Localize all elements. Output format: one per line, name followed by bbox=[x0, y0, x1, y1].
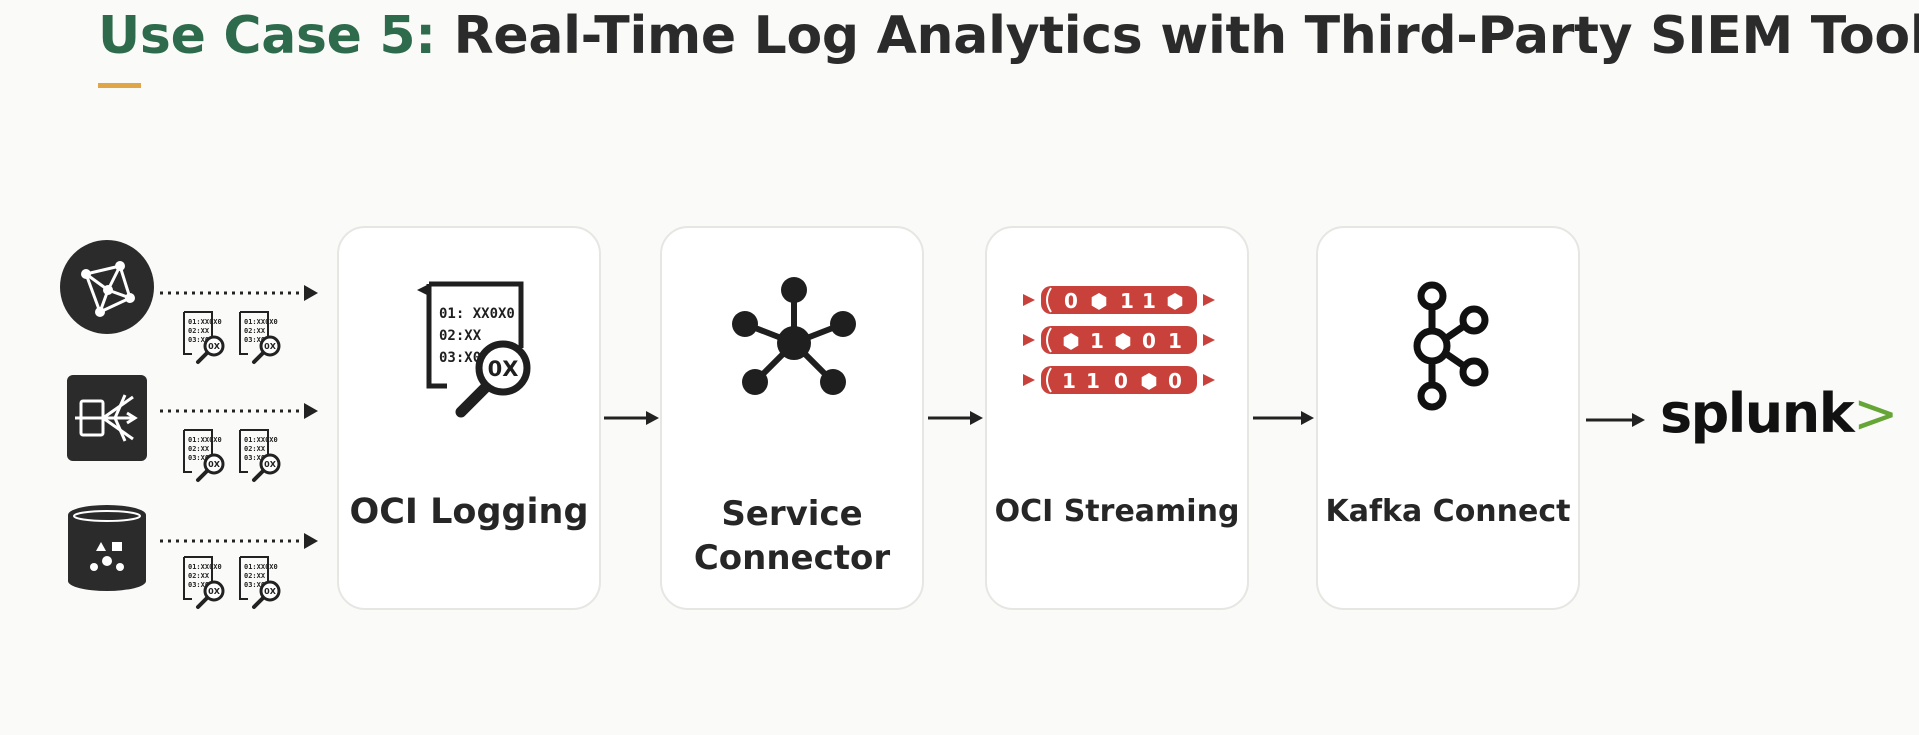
flow-arrow bbox=[1586, 413, 1645, 427]
svg-text:0X: 0X bbox=[208, 342, 221, 351]
hub-connector-icon bbox=[732, 277, 856, 395]
svg-text:02:XX: 02:XX bbox=[244, 327, 266, 335]
svg-text:⬢: ⬢ bbox=[1090, 289, 1107, 313]
svg-text:03:X0X: 03:X0X bbox=[188, 581, 214, 589]
svg-text:02:XX: 02:XX bbox=[439, 328, 482, 344]
card-label: OCI Logging bbox=[349, 492, 589, 532]
svg-text:0X: 0X bbox=[264, 342, 277, 351]
log-file-icon: 01:XX0X0 02:XX 03:X0X 0X bbox=[239, 556, 281, 609]
svg-text:01:XX0X0: 01:XX0X0 bbox=[188, 318, 222, 326]
svg-text:0X: 0X bbox=[208, 587, 221, 596]
svg-text:03:X0X: 03:X0X bbox=[244, 454, 270, 462]
page-title: Use Case 5: Real-Time Log Analytics with… bbox=[98, 6, 1919, 66]
svg-text:0X: 0X bbox=[264, 460, 277, 469]
svg-text:⬢: ⬢ bbox=[1166, 289, 1183, 313]
gateway-icon bbox=[67, 375, 147, 461]
database-icon bbox=[68, 505, 146, 591]
svg-text:⬢: ⬢ bbox=[1062, 329, 1079, 353]
svg-text:1: 1 bbox=[1090, 329, 1104, 353]
log-file-icon: 01:XX0X0 02:XX 03:X0X 0X bbox=[183, 556, 225, 609]
svg-text:01:XX0X0: 01:XX0X0 bbox=[244, 563, 278, 571]
flow-arrow bbox=[604, 411, 659, 425]
svg-text:⬢: ⬢ bbox=[1114, 329, 1131, 353]
splunk-logo: splunk> bbox=[1660, 382, 1898, 445]
flow-arrow bbox=[928, 411, 983, 425]
svg-text:0: 0 bbox=[1114, 369, 1128, 393]
card-label: Kafka Connect bbox=[1325, 494, 1571, 529]
svg-text:1: 1 bbox=[1062, 369, 1076, 393]
svg-text:02:XX: 02:XX bbox=[188, 572, 210, 580]
log-analysis-icon: 01: XX0X0 02:XX 03:X0X 0X bbox=[417, 281, 531, 418]
svg-text:02:XX: 02:XX bbox=[188, 327, 210, 335]
svg-text:1: 1 bbox=[1120, 289, 1134, 313]
flow-arrow bbox=[1253, 411, 1314, 425]
svg-text:1: 1 bbox=[1168, 329, 1182, 353]
svg-text:0X: 0X bbox=[208, 460, 221, 469]
svg-text:02:XX: 02:XX bbox=[244, 572, 266, 580]
svg-text:03:X0X: 03:X0X bbox=[188, 454, 214, 462]
svg-text:1: 1 bbox=[1142, 289, 1156, 313]
svg-text:03:X0X: 03:X0X bbox=[244, 581, 270, 589]
kafka-connect-card: Kafka Connect bbox=[1316, 226, 1580, 610]
svg-text:0: 0 bbox=[1142, 329, 1156, 353]
svg-text:01: XX0X0: 01: XX0X0 bbox=[439, 306, 515, 322]
svg-text:0: 0 bbox=[1064, 289, 1078, 313]
svg-text:02:XX: 02:XX bbox=[188, 445, 210, 453]
svg-text:0X: 0X bbox=[264, 587, 277, 596]
oci-logging-card: 01: XX0X0 02:XX 03:X0X 0X OCI Logging bbox=[337, 226, 601, 610]
card-label: Service bbox=[721, 494, 863, 534]
log-file-icon: 01:XX0X0 02:XX 03:X0X 0X bbox=[239, 311, 281, 364]
title-underline bbox=[98, 83, 141, 88]
svg-text:01:XX0X0: 01:XX0X0 bbox=[244, 436, 278, 444]
network-graph-icon bbox=[60, 240, 154, 334]
card-label: Connector bbox=[693, 538, 891, 578]
source-arrow-1 bbox=[160, 285, 318, 301]
svg-text:03:X0X: 03:X0X bbox=[188, 336, 214, 344]
svg-text:0: 0 bbox=[1168, 369, 1182, 393]
svg-text:01:XX0X0: 01:XX0X0 bbox=[244, 318, 278, 326]
source-arrow-3 bbox=[160, 533, 318, 549]
svg-text:0X: 0X bbox=[488, 357, 519, 381]
source-arrow-2 bbox=[160, 403, 318, 419]
service-connector-card: Service Connector bbox=[660, 226, 924, 610]
log-file-icon: 01:XX0X0 02:XX 03:X0X 0X bbox=[183, 429, 225, 482]
svg-text:01:XX0X0: 01:XX0X0 bbox=[188, 436, 222, 444]
svg-text:01:XX0X0: 01:XX0X0 bbox=[188, 563, 222, 571]
log-file-icon: 01:XX0X0 02:XX 03:X0X 0X bbox=[183, 311, 225, 364]
log-file-icon: 01:XX0X0 02:XX 03:X0X 0X bbox=[239, 429, 281, 482]
svg-text:1: 1 bbox=[1086, 369, 1100, 393]
kafka-icon bbox=[1413, 281, 1489, 411]
card-label: OCI Streaming bbox=[994, 494, 1240, 529]
svg-text:03:X0X: 03:X0X bbox=[244, 336, 270, 344]
svg-text:⬢: ⬢ bbox=[1140, 369, 1157, 393]
svg-text:02:XX: 02:XX bbox=[244, 445, 266, 453]
